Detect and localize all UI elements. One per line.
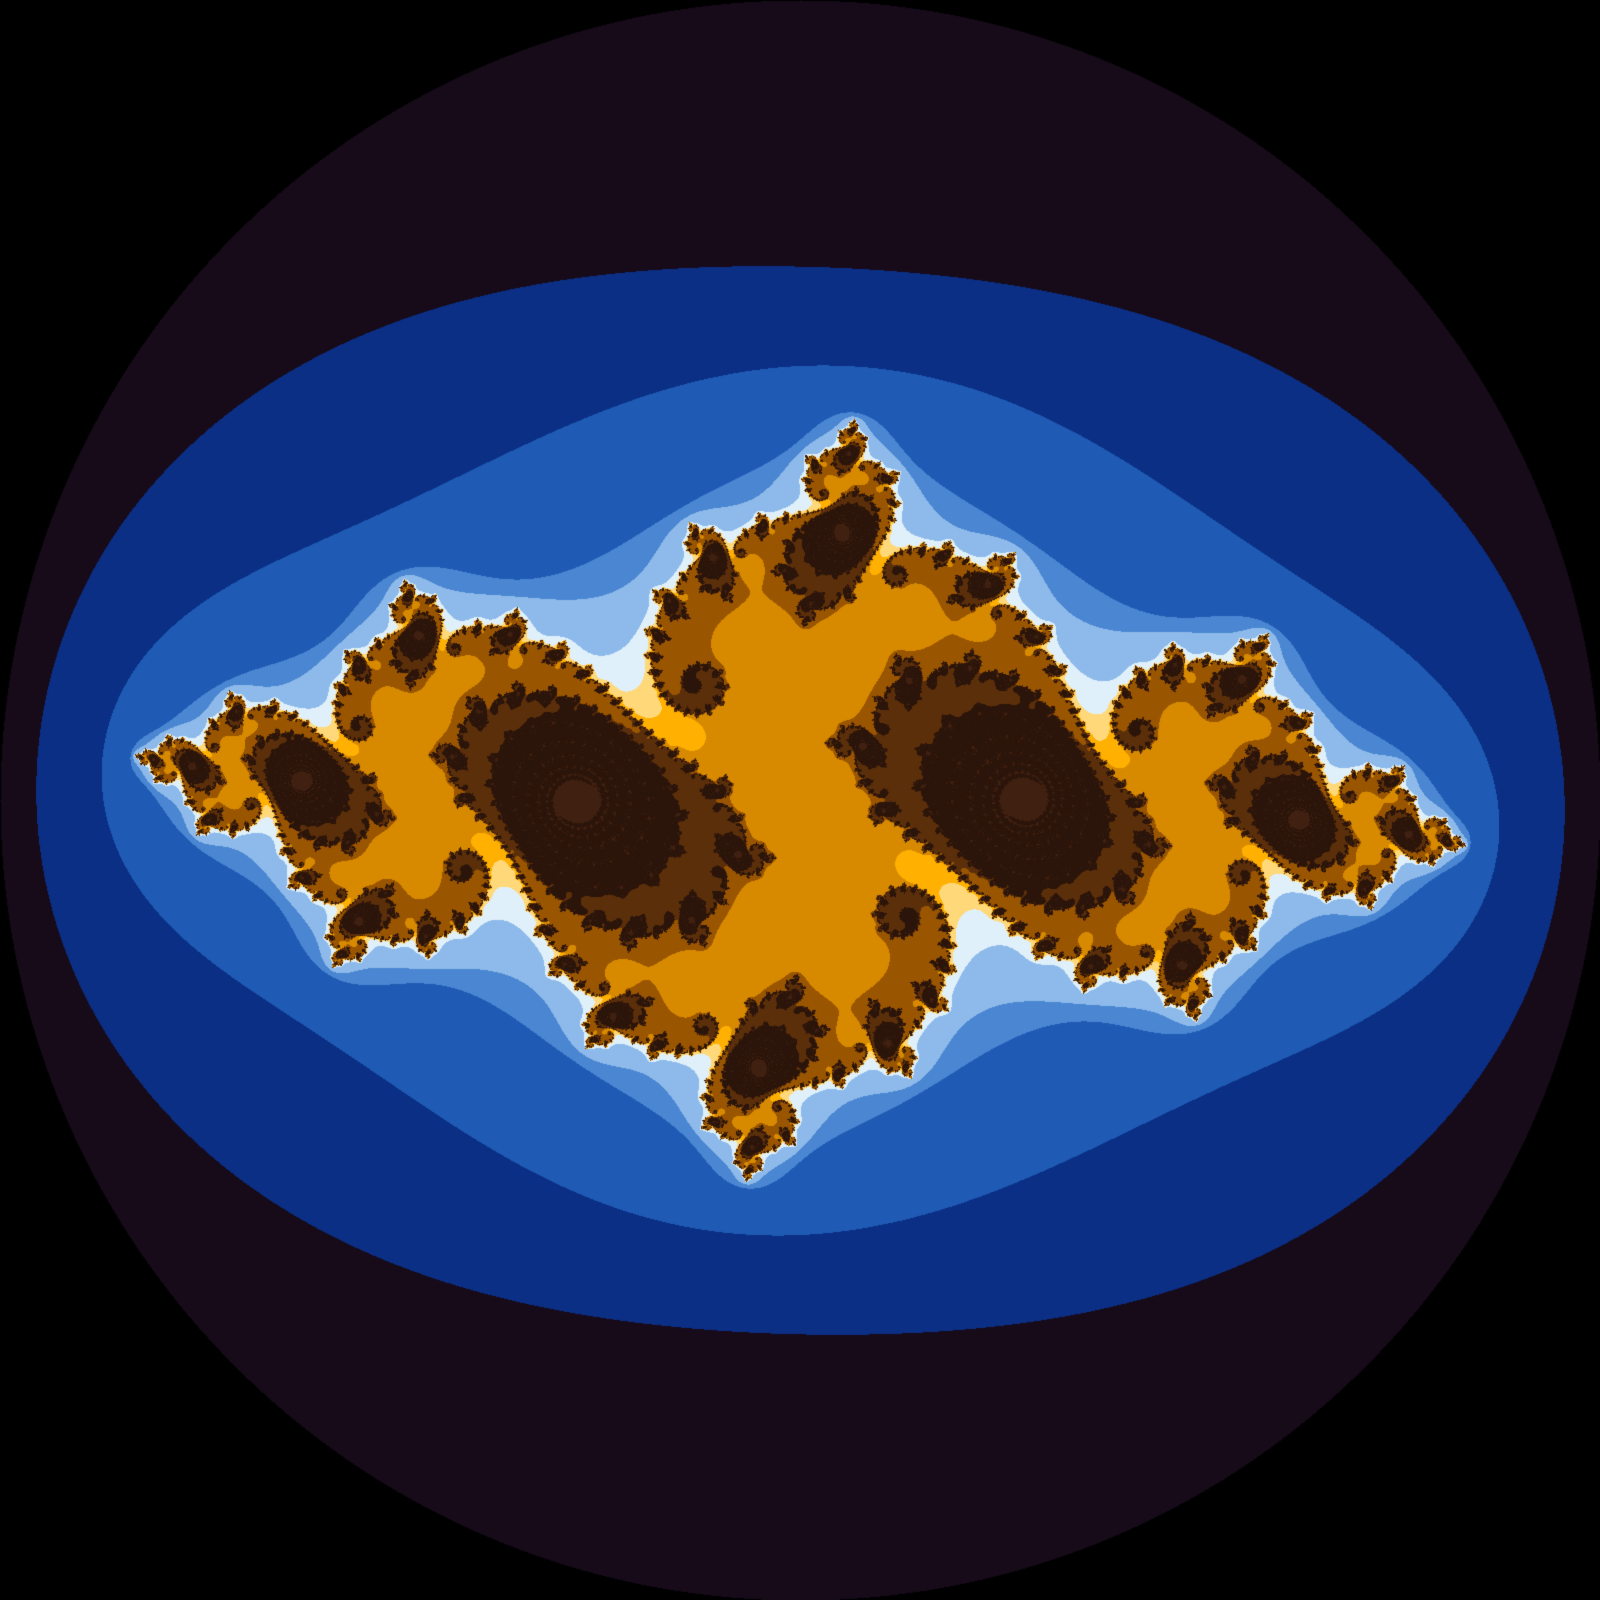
fractal-view	[0, 0, 1600, 1600]
julia-set-fractal-image	[0, 0, 1600, 1600]
